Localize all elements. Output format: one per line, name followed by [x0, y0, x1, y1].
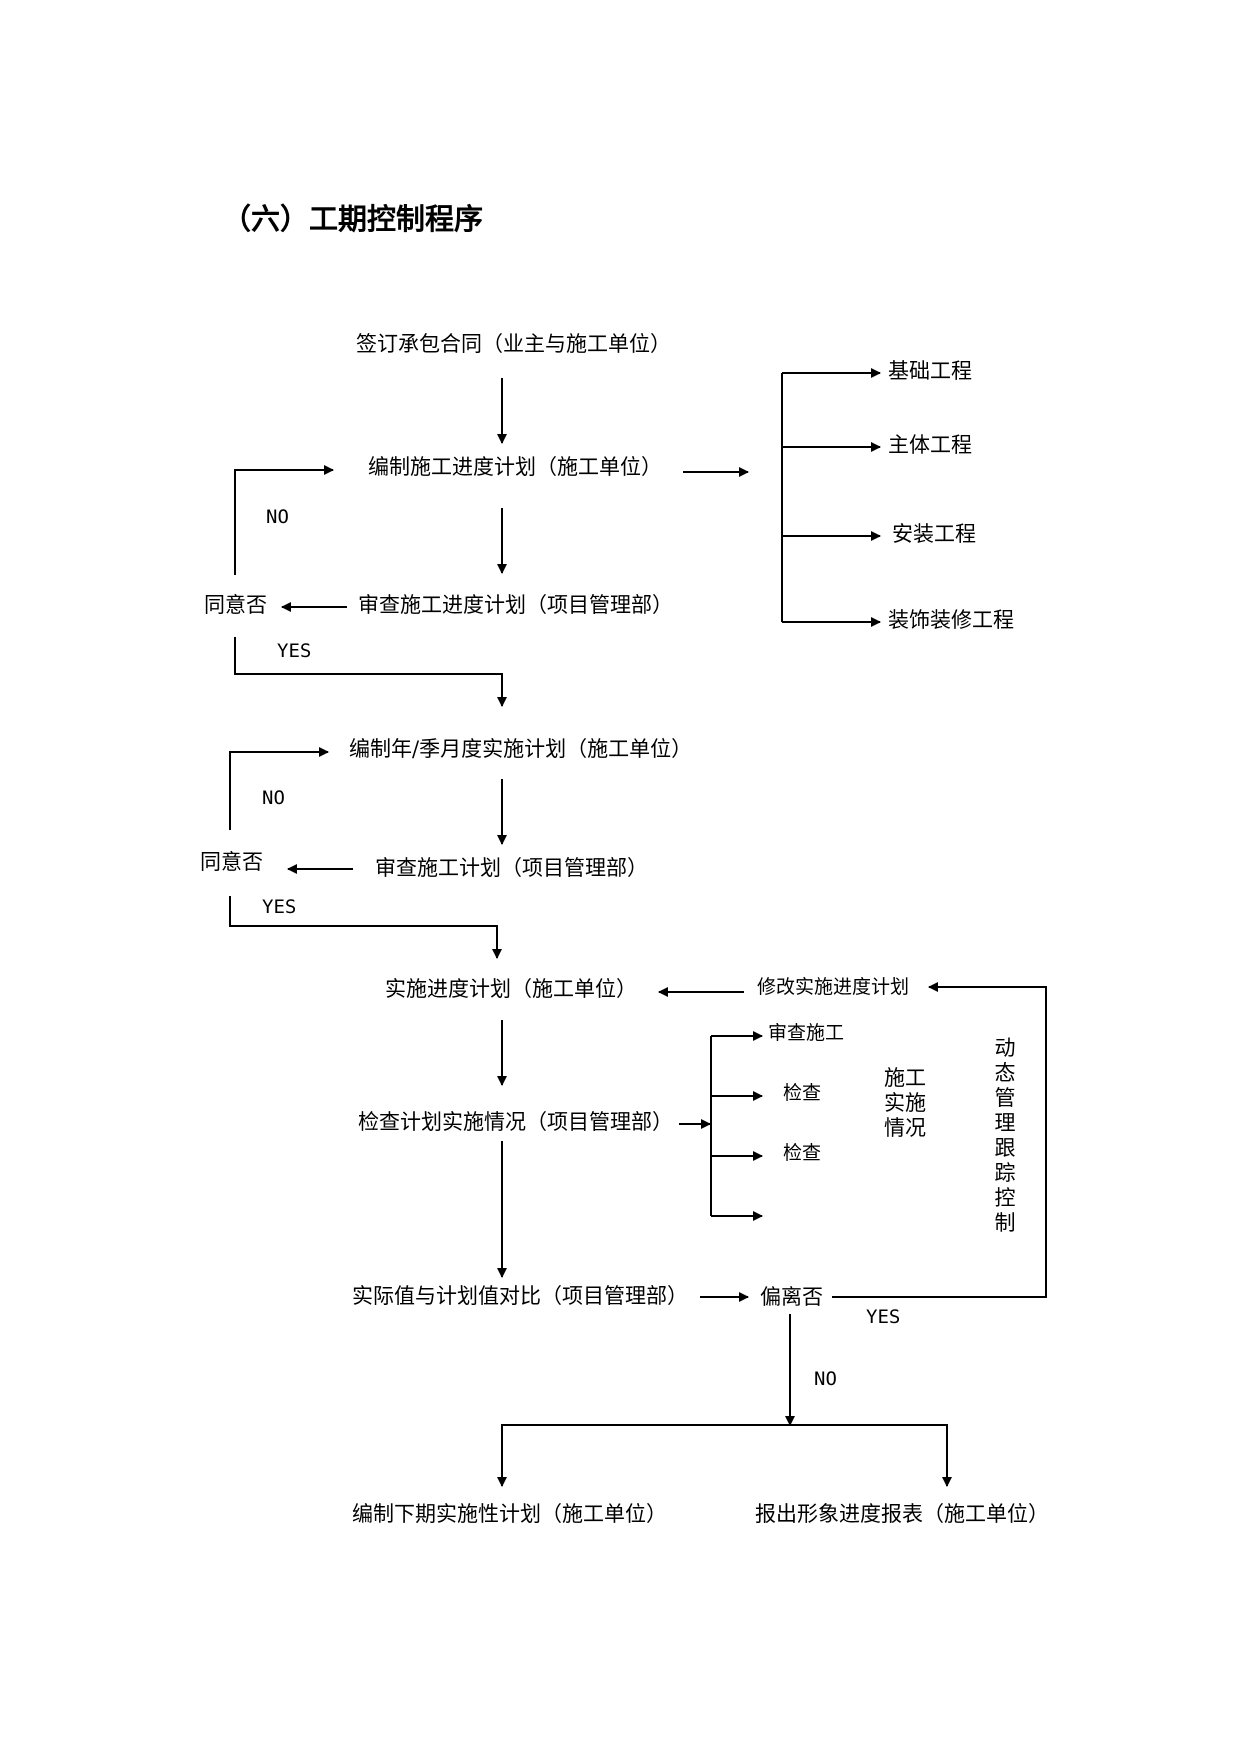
node-agree-2: 同意否	[200, 850, 263, 874]
vertical-label-dynamic-control: 动 态 管 理 跟 踪 控 制	[993, 1036, 1017, 1236]
vertical-char-3: 管	[994, 1086, 1016, 1110]
vertical-char-1: 动	[994, 1036, 1016, 1060]
label-yes-1: YES	[277, 640, 312, 662]
vertical-char-6: 踪	[994, 1161, 1016, 1185]
vertical-char-4: 理	[994, 1111, 1016, 1135]
inspection-2: 检查	[783, 1082, 822, 1104]
node-check-implementation: 检查计划实施情况（项目管理部）	[358, 1110, 673, 1134]
status-block: 施工 实施 情况	[884, 1066, 926, 1141]
status-line-1: 施工	[884, 1066, 926, 1090]
page-title: （六）工期控制程序	[222, 202, 484, 236]
path-yes-2	[229, 896, 502, 959]
split-right	[790, 1424, 952, 1487]
node-compare: 实际值与计划值对比（项目管理部）	[352, 1284, 688, 1308]
loop-no-2	[229, 747, 329, 830]
status-line-2: 实施	[884, 1091, 926, 1115]
label-no-3: NO	[814, 1368, 837, 1390]
inspection-1: 审查施工	[768, 1022, 845, 1044]
vertical-char-2: 态	[994, 1061, 1016, 1085]
branch-installation: 安装工程	[892, 522, 976, 546]
vertical-char-5: 跟	[994, 1136, 1016, 1160]
inspection-3: 检查	[783, 1142, 822, 1164]
label-yes-2: YES	[262, 896, 297, 918]
split-left	[497, 1424, 790, 1487]
node-review-plan: 审查施工进度计划（项目管理部）	[358, 593, 673, 617]
node-sign-contract: 签订承包合同（业主与施工单位）	[356, 332, 671, 356]
node-report: 报出形象进度报表（施工单位）	[755, 1502, 1049, 1526]
label-no-1: NO	[266, 506, 289, 528]
label-no-2: NO	[262, 787, 285, 809]
vertical-char-7: 控	[994, 1186, 1016, 1210]
node-deviate: 偏离否	[760, 1285, 823, 1309]
branch-main-structure: 主体工程	[888, 433, 972, 457]
node-compile-plan: 编制施工进度计划（施工单位）	[368, 455, 662, 479]
branch-foundation: 基础工程	[888, 359, 972, 383]
node-agree-1: 同意否	[204, 593, 267, 617]
node-review-construction: 审查施工计划（项目管理部）	[375, 856, 648, 880]
branch-decoration: 装饰装修工程	[888, 608, 1014, 632]
loop-no-1	[234, 465, 334, 575]
label-yes-3: YES	[866, 1306, 901, 1328]
vertical-char-8: 制	[994, 1211, 1016, 1235]
node-next-plan: 编制下期实施性计划（施工单位）	[352, 1502, 667, 1526]
node-modify: 修改实施进度计划	[757, 976, 910, 998]
loop-yes-feedback	[832, 982, 1047, 1298]
node-implement: 实施进度计划（施工单位）	[385, 977, 637, 1001]
status-line-3: 情况	[884, 1116, 926, 1140]
path-yes-1	[234, 637, 507, 707]
node-compile-annual: 编制年/季月度实施计划（施工单位）	[349, 737, 693, 761]
